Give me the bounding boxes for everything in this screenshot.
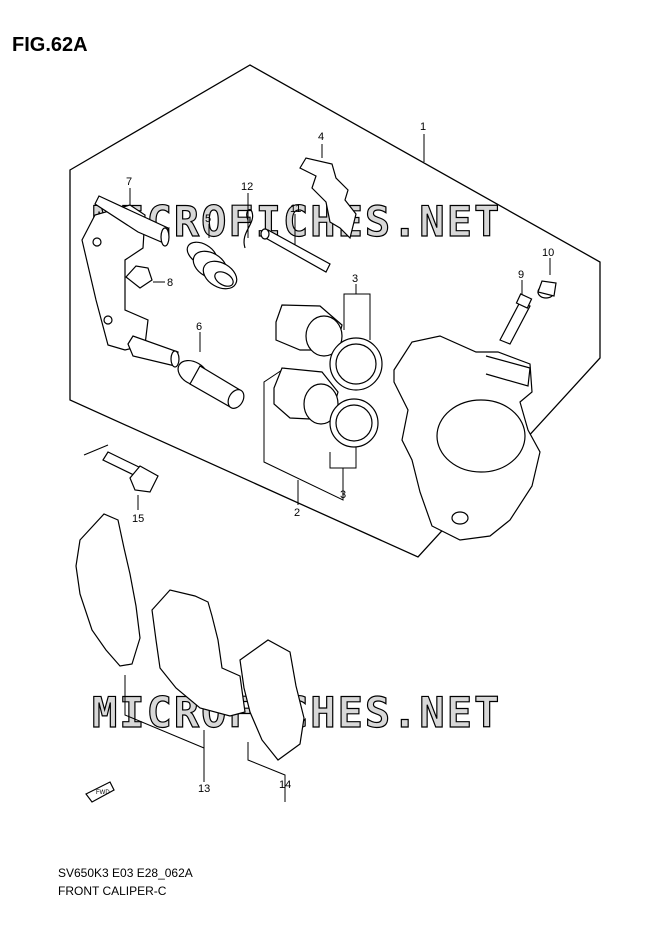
pistons-and-seals — [273, 304, 383, 448]
direction-arrow: FWD — [85, 781, 115, 803]
callout-8: 8 — [167, 277, 173, 289]
pad-pin — [260, 228, 331, 273]
model-code: SV650K3 E03 E28_062A — [58, 866, 193, 880]
callout-7: 7 — [126, 176, 132, 188]
figure-title: FIG.62A — [12, 34, 88, 56]
callout-11: 11 — [290, 203, 301, 215]
pad-spring — [299, 157, 357, 240]
callout-3-upper: 3 — [352, 273, 358, 285]
callout-10: 10 — [542, 247, 554, 259]
svg-text:FWD: FWD — [96, 790, 110, 796]
callout-3-lower: 3 — [340, 489, 346, 501]
caliper-body-details — [436, 355, 531, 525]
callout-15: 15 — [132, 513, 144, 525]
caliper-bracket — [81, 195, 180, 368]
retaining-clip — [243, 208, 254, 249]
bleeder-cap — [537, 280, 557, 299]
callout-2: 2 — [294, 507, 300, 519]
callout-6: 6 — [196, 321, 202, 333]
callout-12: 12 — [241, 181, 253, 193]
dust-boot — [186, 241, 238, 290]
callout-1: 1 — [420, 121, 426, 133]
leader-lines — [83, 134, 551, 802]
bleeder-valve — [499, 293, 533, 345]
callout-4: 4 — [318, 131, 324, 143]
mounting-bolt — [102, 451, 159, 493]
brake-pad-inner — [75, 513, 141, 667]
brake-pad-outer — [239, 639, 305, 761]
callout-5: 5 — [205, 213, 211, 225]
callout-13: 13 — [198, 783, 210, 795]
shim — [151, 589, 246, 717]
section-name: FRONT CALIPER-C — [58, 884, 167, 898]
callout-14: 14 — [279, 779, 291, 791]
slide-pin — [177, 359, 245, 409]
caliper-body — [393, 335, 541, 541]
callout-9: 9 — [518, 269, 524, 281]
assembly-outline — [69, 64, 601, 558]
